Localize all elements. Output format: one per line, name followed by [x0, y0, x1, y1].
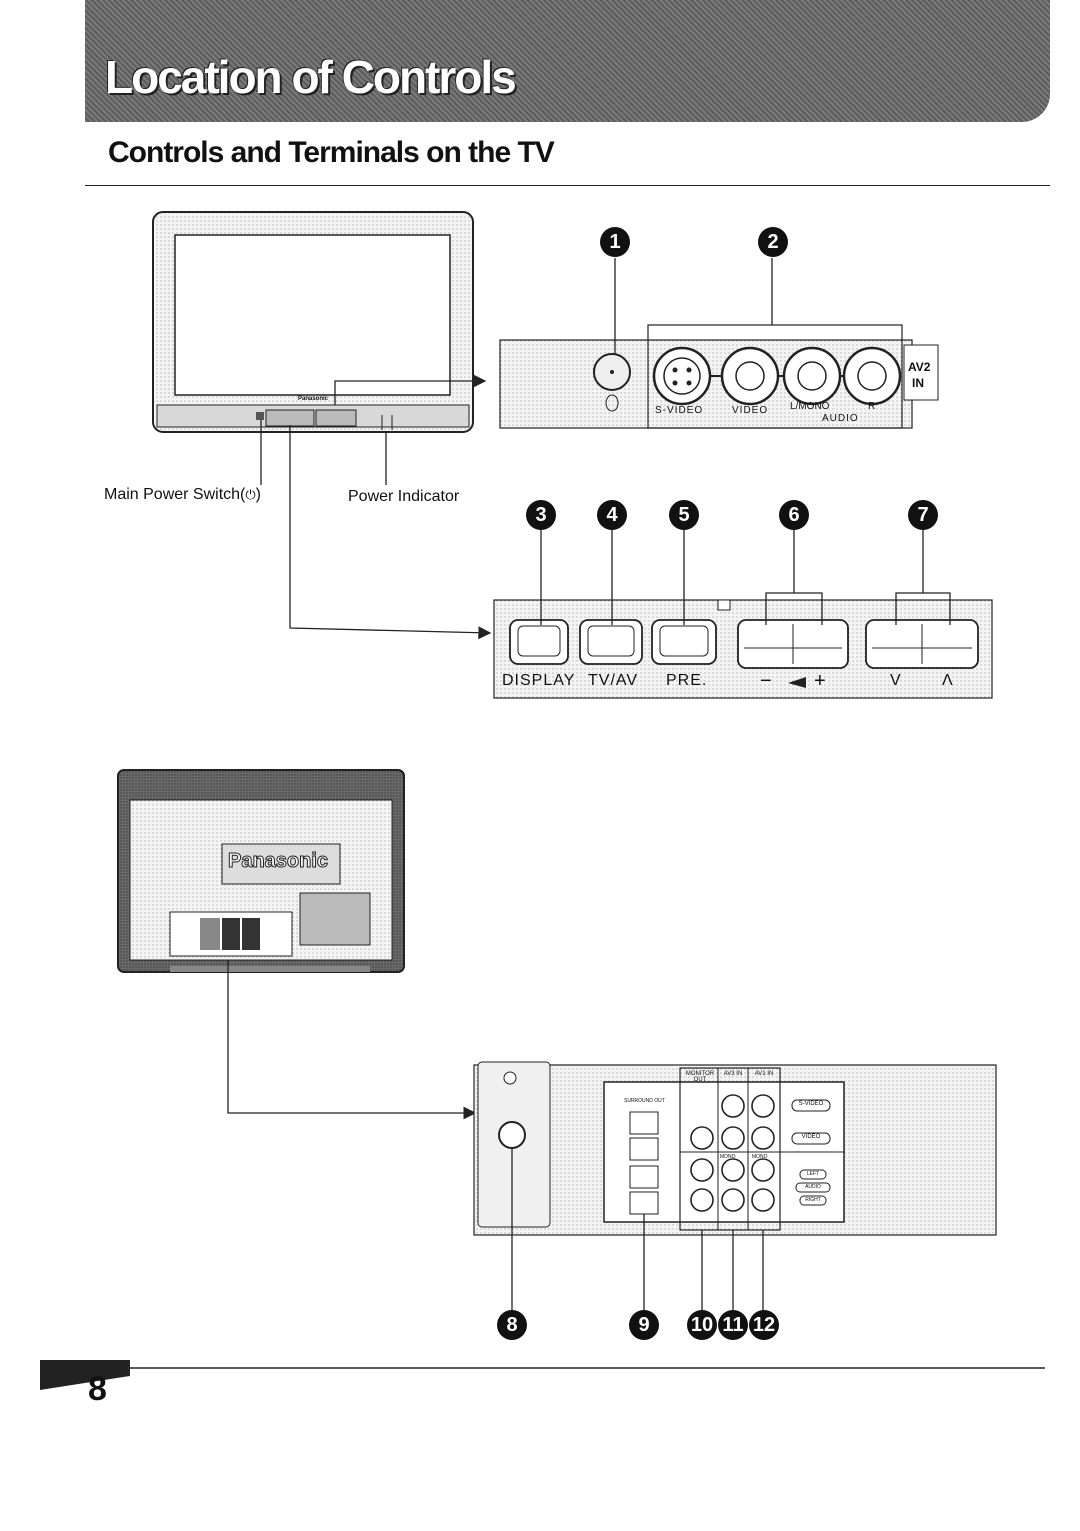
rear-terminal-panel	[473, 1061, 997, 1310]
section-title: Controls and Terminals on the TV	[108, 136, 555, 169]
monitor-out-label: MONITOR OUT	[685, 1071, 715, 1083]
r-label: R	[868, 401, 876, 412]
av2-front-panel	[499, 258, 939, 429]
power-symbol-icon: ⏻	[245, 487, 256, 502]
callout-7: 7	[908, 500, 938, 530]
channel-up-label: Λ	[942, 672, 954, 689]
video-label: VIDEO	[732, 405, 769, 416]
power-indicator-label: Power Indicator	[348, 488, 460, 505]
audio-label: AUDIO	[822, 413, 859, 424]
rear-video-tag: VIDEO	[801, 1134, 821, 1140]
header-banner	[85, 0, 1050, 122]
rear-left-tag: LEFT	[806, 1171, 820, 1177]
section-rule	[85, 185, 1050, 186]
callout-5: 5	[669, 500, 699, 530]
rear-mono-1-label: MONO	[720, 1154, 736, 1160]
page-number: 8	[88, 1370, 107, 1408]
volume-minus-label: −	[760, 670, 773, 692]
callout-11: 11	[718, 1310, 748, 1340]
av1-in-label: AV1 IN	[754, 1071, 774, 1077]
rear-s-video-tag: S-VIDEO	[798, 1101, 824, 1107]
rear-mono-2-label: MONO	[752, 1154, 768, 1160]
av2-in-label: IN	[912, 376, 924, 390]
callout-12: 12	[749, 1310, 779, 1340]
callout-6: 6	[779, 500, 809, 530]
main-power-switch-label: Main Power Switch(⏻)	[104, 486, 261, 503]
front-brand-logo: Panasonic	[298, 396, 329, 402]
channel-down-label: V	[890, 672, 902, 689]
tv-front-illustration	[152, 211, 492, 640]
callout-2: 2	[758, 227, 788, 257]
volume-plus-label: +	[814, 670, 827, 692]
pre-button-label: PRE.	[666, 672, 708, 689]
tv-rear-illustration	[117, 769, 477, 1120]
callout-3: 3	[526, 500, 556, 530]
display-button-label: DISPLAY	[502, 672, 576, 689]
av2-label: AV2	[908, 360, 931, 374]
callout-9: 9	[629, 1310, 659, 1340]
callout-8: 8	[497, 1310, 527, 1340]
rear-brand-logo: Panasonic	[227, 850, 329, 873]
callout-4: 4	[597, 500, 627, 530]
tv-av-button-label: TV/AV	[588, 672, 639, 689]
av3-in-label: AV3 IN	[723, 1071, 743, 1077]
callout-1: 1	[600, 227, 630, 257]
front-button-panel	[493, 528, 993, 699]
rear-audio-tag: AUDIO	[805, 1184, 821, 1190]
s-video-label: S-VIDEO	[655, 405, 704, 416]
callout-10: 10	[687, 1310, 717, 1340]
surround-out-label: SURROUND OUT	[624, 1098, 665, 1104]
l-mono-label: L/MONO	[790, 401, 830, 412]
banner-title: Location of Controls	[105, 51, 517, 103]
rear-right-tag: RIGHT	[805, 1197, 821, 1203]
